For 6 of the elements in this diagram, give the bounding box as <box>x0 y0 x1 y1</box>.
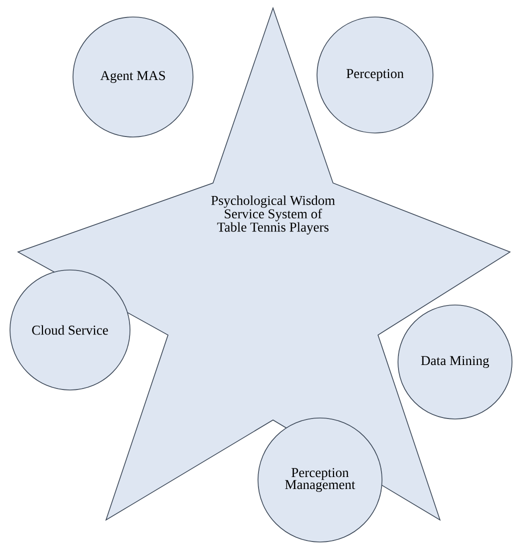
circle-node: Perception Management <box>258 418 382 542</box>
circle-node: Cloud Service <box>10 270 130 390</box>
node-label: Perception Management <box>285 468 356 492</box>
circle-node: Data Mining <box>398 304 512 420</box>
circle-node: Perception <box>316 16 434 134</box>
circle-node: Agent MAS <box>72 16 194 138</box>
